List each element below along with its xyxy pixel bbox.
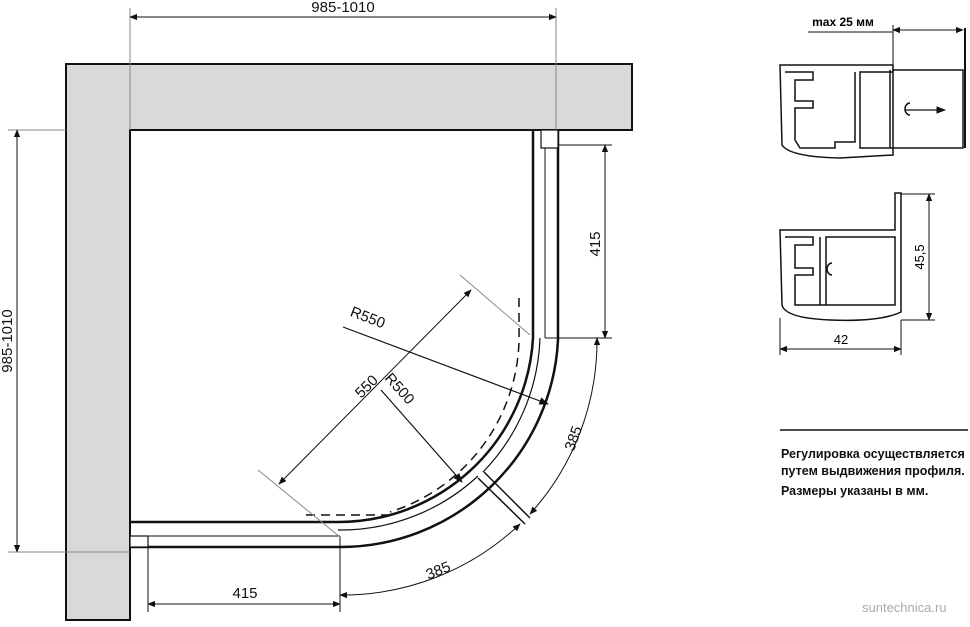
enclosure <box>129 129 560 549</box>
profile-fixed <box>779 192 935 355</box>
diagonal-dimension <box>257 274 531 538</box>
radius-inner-line <box>380 389 463 483</box>
top-width-label: 985-1010 <box>311 0 374 16</box>
adjust-label: max 25 мм <box>812 15 874 29</box>
left-dimension <box>8 129 130 553</box>
arc-right-label: 385 <box>562 424 587 453</box>
note-line-1: Регулировка осуществляется <box>781 447 965 461</box>
top-dimension <box>129 8 557 130</box>
bottom-straight-label: 415 <box>232 585 257 602</box>
arc-dimensions <box>339 337 601 599</box>
note-line-3: Размеры указаны в мм. <box>781 484 929 498</box>
note-line-2: путем выдвижения профиля. <box>781 464 965 478</box>
radius-outer-label: R550 <box>348 303 388 332</box>
right-straight-label: 415 <box>587 231 604 256</box>
diagonal-label: 550 <box>352 372 382 402</box>
watermark: suntechnica.ru <box>862 600 947 615</box>
left-height-label: 985-1010 <box>0 309 16 372</box>
height-dim-label: 45,5 <box>912 244 927 269</box>
profile-adjustable <box>779 25 966 159</box>
width-dim-label: 42 <box>834 332 848 347</box>
arc-bottom-label: 385 <box>424 558 454 583</box>
